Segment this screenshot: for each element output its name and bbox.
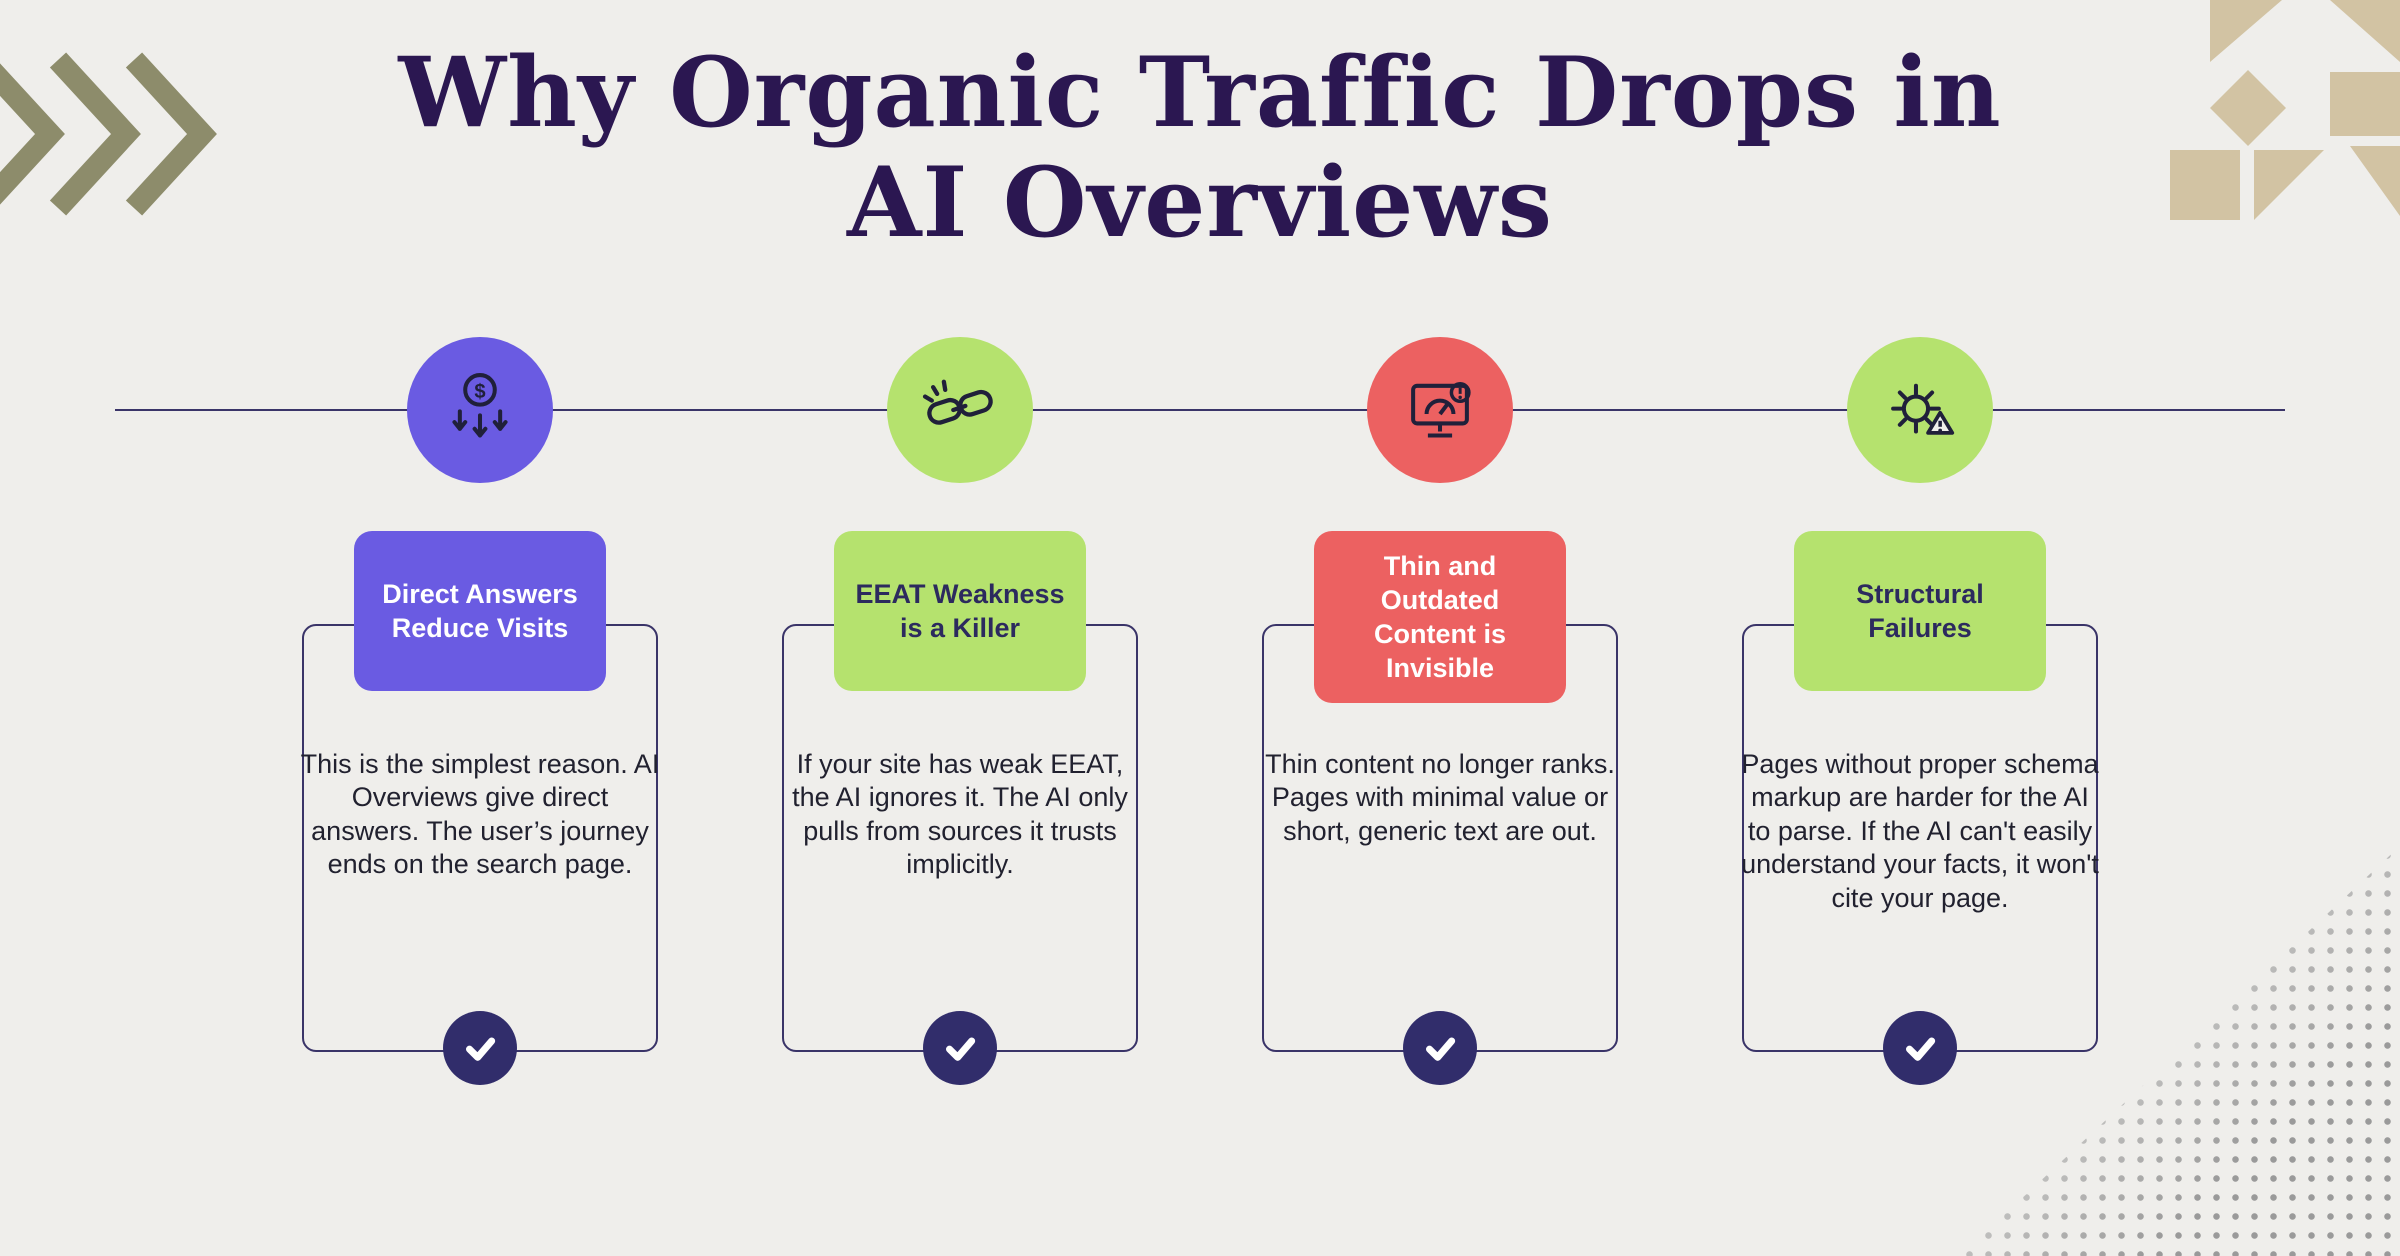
card-column-eeat-weakness: EEAT Weakness is a Killer If your site h… <box>720 0 1200 1256</box>
card-column-direct-answers: $ Direct Answers Reduce Visits This is t… <box>240 0 720 1256</box>
check-circle <box>443 1011 517 1085</box>
page-title: Why Organic Traffic Drops in AI Overview… <box>0 36 2400 260</box>
triple-chevron-right-icon <box>0 52 217 216</box>
timeline-line <box>115 409 2285 411</box>
page-title-line1: Why Organic Traffic Drops in <box>398 36 2002 149</box>
gear-alert-icon-circle <box>1847 337 1993 483</box>
card-badge: EEAT Weakness is a Killer <box>834 531 1086 691</box>
money-drop-icon: $ <box>452 373 508 438</box>
svg-text:$: $ <box>474 381 485 403</box>
geometric-triangle-pattern <box>2170 0 2400 220</box>
card-body-text: Pages without proper schema markup are h… <box>1741 749 2099 913</box>
chain-link-icon-circle <box>887 337 1033 483</box>
card-body-text: This is the simplest reason. AI Overview… <box>300 749 660 880</box>
check-circle <box>923 1011 997 1085</box>
checkmark-icon <box>946 1037 976 1061</box>
card-column-structural-failures: Structural Failures Pages without proper… <box>1680 0 2160 1256</box>
monitor-gauge-warning-icon <box>1411 382 1471 438</box>
chain-link-icon <box>922 379 993 425</box>
checkmark-icon <box>466 1037 496 1061</box>
monitor-gauge-warning-icon-circle <box>1367 337 1513 483</box>
gear-alert-icon <box>1891 383 1955 435</box>
card-body-text: Thin content no longer ranks. Pages with… <box>1265 749 1615 846</box>
check-circle <box>1403 1011 1477 1085</box>
checkmark-icon <box>1906 1037 1936 1061</box>
check-circle <box>1883 1011 1957 1085</box>
card-column-thin-content: Thin and Outdated Content is Invisible T… <box>1200 0 1680 1256</box>
checkmark-icon <box>1426 1037 1456 1061</box>
money-drop-icon-circle: $ <box>407 337 553 483</box>
card-body-text: If your site has weak EEAT, the AI ignor… <box>792 749 1128 880</box>
page-title-line2: AI Overviews <box>847 146 1553 260</box>
card-badge: Structural Failures <box>1794 531 2046 691</box>
card-badge: Direct Answers Reduce Visits <box>354 531 606 691</box>
card-badge: Thin and Outdated Content is Invisible <box>1314 531 1566 704</box>
